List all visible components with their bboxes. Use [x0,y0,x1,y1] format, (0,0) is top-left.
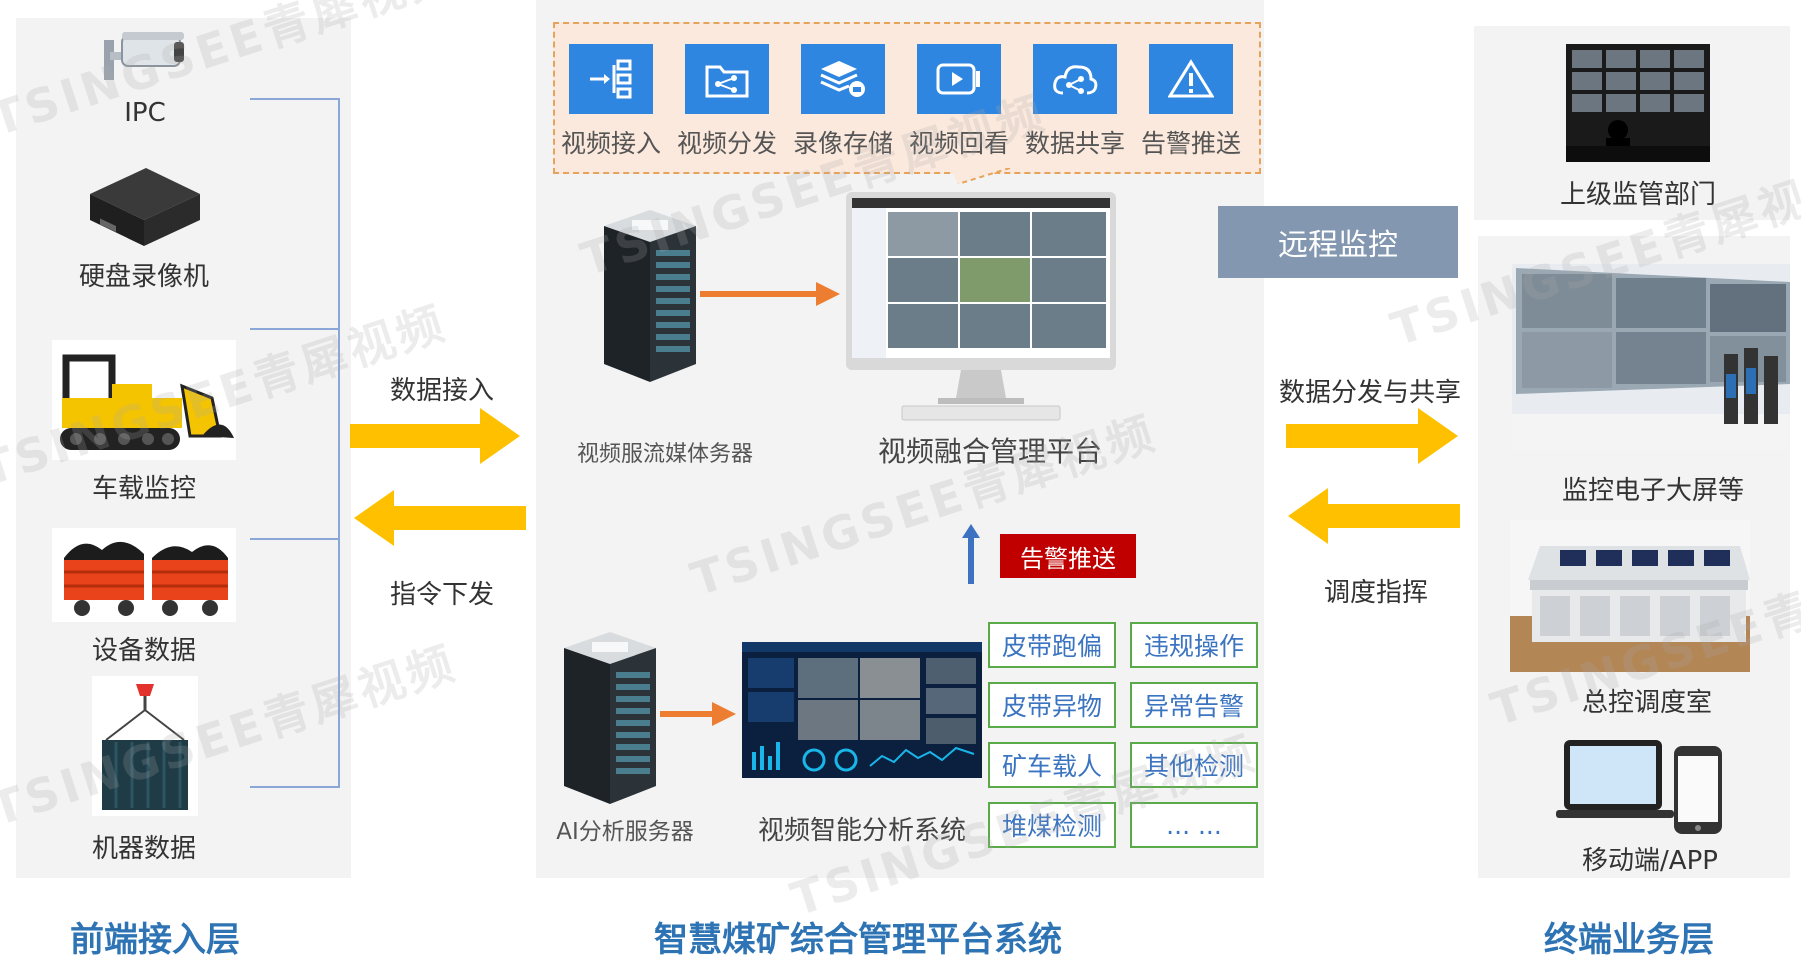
tag-cart-passenger: 矿车载人 [988,742,1116,788]
left-section-title: 前端接入层 [70,920,240,960]
bracket-line-dvr [250,328,340,330]
ai-server-label: AI分析服务器 [556,819,694,845]
tag-belt-foreign-object: 皮带异物 [988,682,1116,728]
analysis-system-label: 视频智能分析系统 [757,816,966,846]
platform-monitor [846,192,1116,424]
right-section-title: 终端业务层 [1544,920,1714,960]
data-access-label: 数据接入 [389,376,494,406]
media-to-platform-arrow [700,282,840,306]
callout-pointer [950,168,1011,184]
bulldozer-icon [52,340,236,460]
bracket-line-ipc [250,98,340,100]
device-label-dvr: 硬盘录像机 [78,262,209,292]
ai-to-analysis-arrow [660,702,736,726]
device-label-equipment: 设备数据 [91,636,196,666]
device-label-ipc: IPC [124,98,166,128]
device-label-vehicle: 车载监控 [91,474,196,504]
media-server-icon [604,206,696,382]
analysis-dashboard [742,642,982,778]
function-alarm-push: 告警推送 [1141,44,1241,160]
tag-coal-pile: 堆煤检测 [988,802,1116,848]
terminal-label-mobile: 移动端/APP [1582,846,1718,876]
ai-server-icon [564,628,656,804]
video-wall-image [1512,264,1790,450]
bracket-line-machine [250,786,340,788]
function-box: 视频接入 视频分发 录像存储 视频回看 数据共享 告警推送 [553,22,1261,174]
terminal-label-video-wall: 监控电子大屏等 [1561,476,1744,506]
remote-monitoring-box: 远程监控 [1218,206,1458,278]
monitoring-room-image [1566,44,1710,162]
camera-icon [98,22,190,92]
data-distribution-label: 数据分发与共享 [1278,378,1461,408]
alert-push-badge: 告警推送 [1000,534,1136,578]
bracket-vertical [338,98,340,788]
dispatch-command-label: 调度指挥 [1323,578,1428,608]
function-video-playback: 视频回看 [909,44,1009,160]
function-video-access: 视频接入 [561,44,661,160]
tag-violation: 违规操作 [1130,622,1258,668]
function-video-distribution: 视频分发 [677,44,777,160]
dispatch-command-arrow [1288,488,1460,544]
alert-up-arrow [962,524,980,584]
control-desk-image [1510,520,1750,672]
cloud-share-icon [1033,44,1117,114]
tag-abnormal-alarm: 异常告警 [1130,682,1258,728]
media-server-label: 视频服流媒体务器 [576,442,753,467]
share-folder-icon [685,44,769,114]
device-label-machine: 机器数据 [91,834,196,864]
center-section-title: 智慧煤矿综合管理平台系统 [654,920,1062,960]
platform-label: 视频融合管理平台 [877,435,1102,468]
tag-other-detection: 其他检测 [1130,742,1258,788]
video-access-icon [569,44,653,114]
data-access-arrow [350,408,520,464]
tag-more: ... ... [1130,802,1258,848]
dvr-icon [86,164,204,250]
warning-icon [1149,44,1233,114]
bracket-line-equipment [250,538,340,540]
storage-icon [801,44,885,114]
container-crane-icon [92,676,198,816]
mobile-devices-icon [1556,736,1724,836]
terminal-label-supervisor: 上级监管部门 [1559,180,1716,210]
tag-belt-deviation: 皮带跑偏 [988,622,1116,668]
terminal-label-control-room: 总控调度室 [1581,688,1712,718]
data-distribution-arrow [1286,408,1458,464]
playback-icon [917,44,1001,114]
mine-cart-icon [52,528,236,622]
command-dispatch-label: 指令下发 [389,580,494,610]
function-recording-storage: 录像存储 [793,44,893,160]
command-dispatch-arrow [354,490,526,546]
function-data-sharing: 数据共享 [1025,44,1125,160]
